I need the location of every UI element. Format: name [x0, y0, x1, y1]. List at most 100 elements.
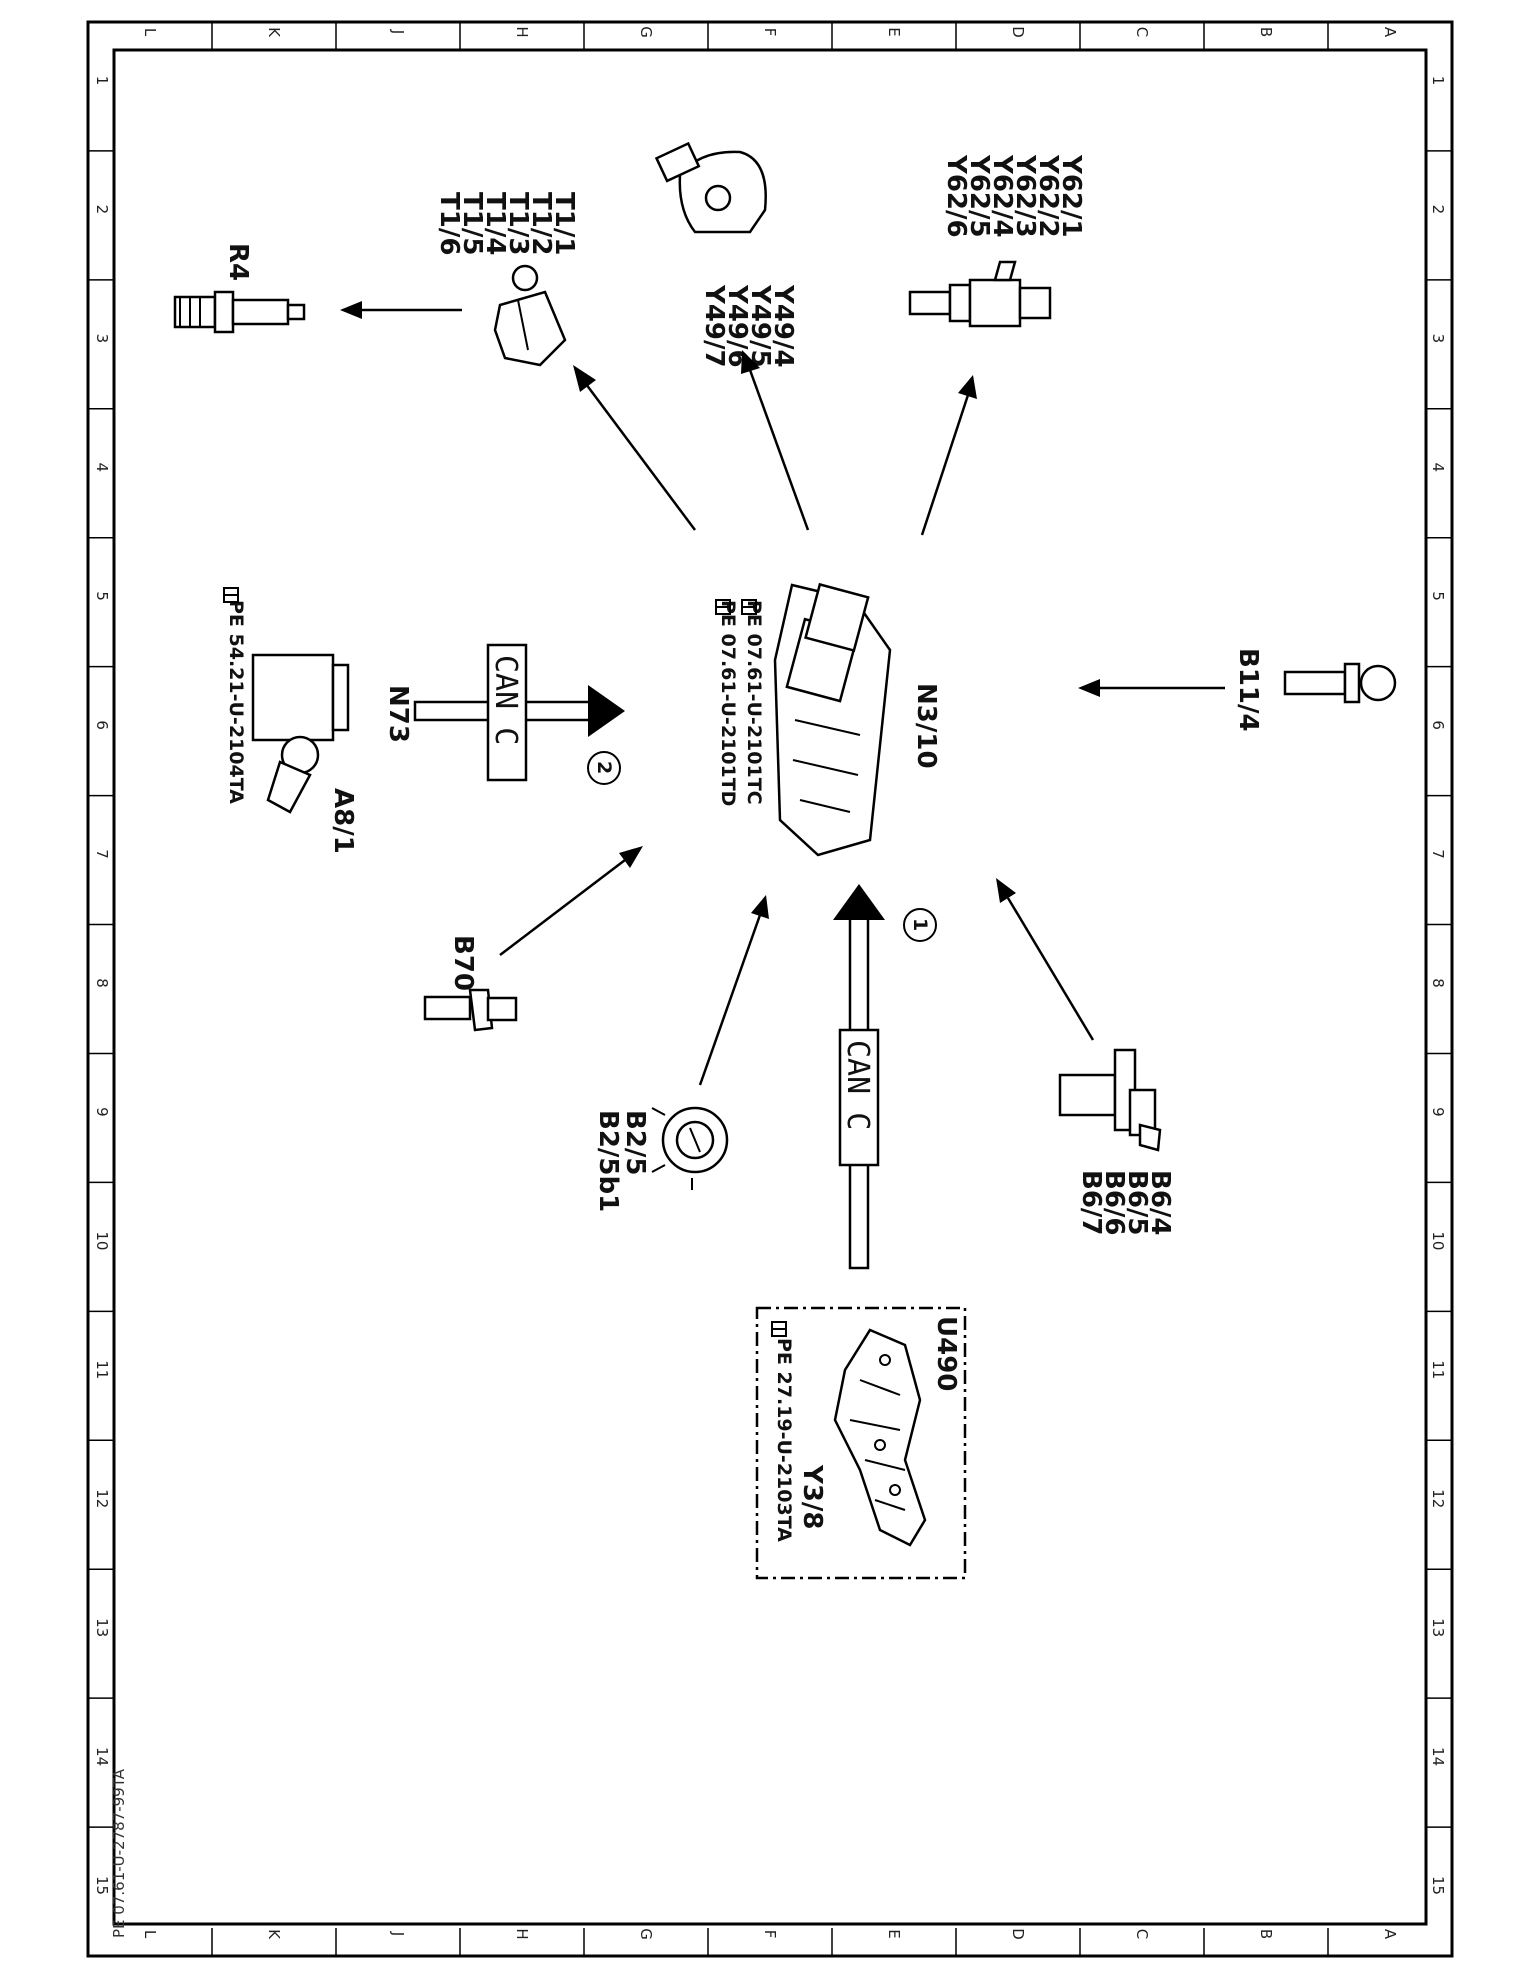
coil-label-6: T1/6	[434, 192, 464, 255]
crank-sensor-b70[interactable]: B70	[423, 935, 518, 1032]
grid-number-right: 5	[1429, 591, 1447, 601]
grid-letter-bottom: K	[265, 1929, 283, 1940]
grid-letter-top: G	[637, 26, 655, 38]
spark-plug-r4[interactable]: R4	[173, 243, 306, 334]
grid-number-left: 13	[93, 1618, 111, 1637]
ecu-n3-10[interactable]: N3/10 PE 07.61-U-2101TC PE 07.61-U-2101T…	[715, 582, 941, 857]
grid-number-left: 3	[93, 334, 111, 344]
grid-number-right: 11	[1429, 1360, 1447, 1379]
cam-sensor-group[interactable]: B6/4 B6/5 B6/6 B6/7	[1058, 1048, 1175, 1236]
grid-number-left: 6	[93, 720, 111, 730]
grid-letter-top: C	[1133, 27, 1151, 37]
grid-number-right: 4	[1429, 462, 1447, 472]
ecu-ref-2: PE 07.61-U-2101TD	[717, 600, 739, 806]
manual-icon	[223, 587, 239, 603]
grid-number-right: 2	[1429, 205, 1447, 215]
grid-number-right: 1	[1429, 76, 1447, 86]
can-c-link-2[interactable]: CAN C 2	[413, 643, 625, 785]
coil-label-2: T1/2	[526, 192, 556, 255]
grid-number-left: 10	[93, 1231, 111, 1250]
grid-letter-bottom: J	[389, 1931, 407, 1936]
coil-label-5: T1/5	[457, 192, 487, 255]
y62-label-3: Y62/3	[1010, 154, 1040, 238]
camshaft-adjuster-group[interactable]: Y49/4 Y49/5 Y49/6 Y49/7	[654, 141, 798, 368]
signal-arrows	[340, 301, 1225, 1086]
can-c-label-left: CAN C	[488, 655, 523, 745]
ignition-switch-n73[interactable]: N73 A8/1 PE 54.21-U-2104TA	[223, 587, 413, 854]
b6-label-3: B6/6	[1099, 1170, 1129, 1236]
grid-letter-top: D	[1009, 26, 1027, 38]
grid-letter-bottom: C	[1133, 1929, 1151, 1939]
b2-5-label: B2/5	[620, 1110, 650, 1176]
y62-label-6: Y62/6	[941, 154, 971, 238]
grid-letter-top: E	[885, 27, 903, 36]
grid-number-left: 7	[93, 849, 111, 859]
ignition-switch-icon	[251, 653, 350, 814]
grid-number-right: 8	[1429, 978, 1447, 988]
grid-letter-top: F	[761, 28, 779, 37]
grid-number-left: 1	[93, 76, 111, 86]
ecu-ref-1: PE 07.61-U-2101TC	[743, 600, 765, 805]
ignition-coil-icon	[493, 264, 567, 367]
b6-label-4: B6/7	[1076, 1170, 1106, 1236]
grid-number-left: 4	[93, 462, 111, 472]
grid-number-left: 8	[93, 978, 111, 988]
ecu-label: N3/10	[911, 683, 941, 769]
valve-body-icon	[833, 1328, 927, 1547]
y49-label-3: Y49/6	[722, 284, 752, 368]
grid-number-left: 5	[93, 591, 111, 601]
grid-number-right: 15	[1429, 1876, 1447, 1895]
b6-label-1: B6/4	[1145, 1170, 1175, 1236]
b2-5b1-label: B2/5b1	[593, 1110, 623, 1212]
grid-number-left: 11	[93, 1360, 111, 1379]
switch-ref: PE 54.21-U-2104TA	[225, 600, 247, 804]
n73-label: N73	[383, 685, 413, 743]
y62-label-4: Y62/4	[987, 154, 1017, 238]
inner-frame	[112, 48, 1428, 1926]
can-link-number-2: 2	[593, 761, 615, 774]
grid-letter-top: J	[389, 29, 407, 34]
grid-letter-bottom: H	[513, 1928, 531, 1939]
grid-letter-top: K	[265, 27, 283, 38]
can-link-number-1: 1	[909, 918, 931, 931]
module-boundary	[755, 1306, 967, 1580]
air-mass-sensor-b2-5[interactable]: B2/5 B2/5b1	[593, 1106, 729, 1212]
grid-number-right: 3	[1429, 334, 1447, 344]
manual-icon	[715, 599, 757, 615]
coil-label-4: T1/4	[480, 192, 510, 255]
y49-label-4: Y49/7	[699, 284, 729, 368]
grid-letter-top: L	[141, 28, 159, 37]
fuel-injector-group[interactable]: Y62/1 Y62/2 Y62/3 Y62/4 Y62/5 Y62/6	[908, 154, 1086, 328]
ignition-coil-group[interactable]: T1/1 T1/2 T1/3 T1/4 T1/5 T1/6	[434, 192, 579, 367]
grid-letter-bottom: E	[885, 1929, 903, 1938]
y62-label-5: Y62/5	[964, 154, 994, 238]
spark-plug-icon	[173, 290, 306, 334]
can-c-label-bottom: CAN C	[840, 1040, 875, 1130]
coolant-sensor-b11-4[interactable]: B11/4	[1233, 648, 1397, 732]
transmission-control-u490[interactable]: U490 Y3/8 PE 27.19-U-2103TA	[755, 1306, 967, 1580]
y62-label-1: Y62/1	[1056, 154, 1086, 238]
b6-label-2: B6/5	[1122, 1170, 1152, 1236]
y3-8-label: Y3/8	[797, 1464, 827, 1530]
transmission-ref: PE 27.19-U-2103TA	[773, 1338, 795, 1542]
grid-letter-top: A	[1381, 27, 1399, 38]
grid-number-left: 15	[93, 1876, 111, 1895]
grid-number-left: 12	[93, 1489, 111, 1508]
grid-number-right: 9	[1429, 1107, 1447, 1117]
crank-sensor-label: B70	[448, 935, 478, 991]
manual-icon	[771, 1321, 787, 1337]
outer-frame	[86, 20, 1454, 1958]
grid-letter-bottom: D	[1009, 1928, 1027, 1940]
grid-letter-top: B	[1257, 27, 1275, 37]
camshaft-adjuster-icon	[654, 141, 767, 234]
ecu-icon	[773, 582, 892, 857]
grid-number-right: 10	[1429, 1231, 1447, 1250]
coil-label-3: T1/3	[503, 192, 533, 255]
grid-letter-bottom: A	[1381, 1929, 1399, 1940]
grid-letter-bottom: G	[637, 1928, 655, 1940]
crank-sensor-icon	[423, 988, 518, 1032]
fuel-injector-icon	[908, 260, 1052, 328]
y49-label-2: Y49/5	[745, 284, 775, 368]
can-c-link-1[interactable]: CAN C 1	[833, 884, 937, 1270]
